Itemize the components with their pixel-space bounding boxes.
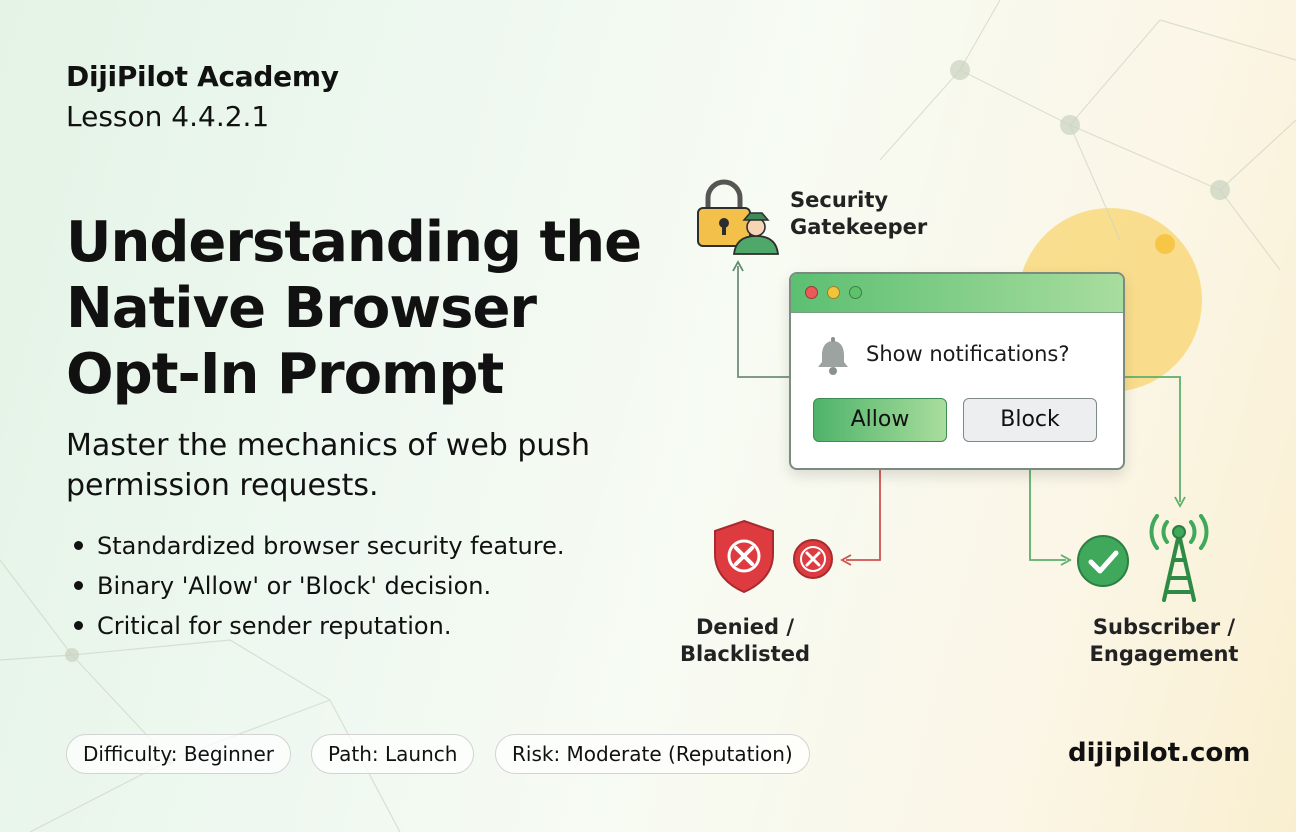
brand-name: DijiPilot Academy xyxy=(66,60,339,93)
lock-guard-icon xyxy=(697,179,780,255)
arrow-to-denied xyxy=(840,442,881,566)
antenna-tower-icon xyxy=(1149,514,1209,602)
page-title: Understanding the Native Browser Opt-In … xyxy=(66,210,686,408)
gatekeeper-label: Security Gatekeeper xyxy=(790,187,927,241)
bullet-dot xyxy=(74,620,83,630)
lesson-number: Lesson 4.4.2.1 xyxy=(66,100,270,133)
subscriber-label: Subscriber / Engagement xyxy=(1083,614,1245,668)
prompt-question: Show notifications? xyxy=(866,342,1070,366)
title-line: Native Browser xyxy=(66,276,537,341)
minimize-dot[interactable] xyxy=(827,286,840,299)
allow-button[interactable]: Allow xyxy=(813,398,947,442)
maximize-dot[interactable] xyxy=(849,286,862,299)
arrow-to-success xyxy=(1029,442,1072,566)
denied-label: Denied / Blacklisted xyxy=(680,614,810,668)
bullet-text: Standardized browser security feature. xyxy=(97,532,565,560)
denied-label-line: Denied / xyxy=(695,615,795,639)
gatekeeper-label-line: Security xyxy=(790,188,889,212)
difficulty-pill: Difficulty: Beginner xyxy=(66,734,291,774)
bullet-item: Standardized browser security feature. xyxy=(66,526,564,566)
subscriber-label-line: Engagement xyxy=(1089,642,1239,666)
bullet-item: Binary 'Allow' or 'Block' decision. xyxy=(66,566,564,606)
site-domain: dijipilot.com xyxy=(1068,738,1251,768)
subscriber-label-line: Subscriber / xyxy=(1092,615,1236,639)
risk-pill: Risk: Moderate (Reputation) xyxy=(495,734,810,774)
bullet-dot xyxy=(74,580,83,590)
bullet-item: Critical for sender reputation. xyxy=(66,606,564,646)
x-circle-icon xyxy=(793,539,833,579)
bullet-dot xyxy=(74,540,83,550)
shield-x-icon xyxy=(714,519,774,594)
check-circle-icon xyxy=(1077,535,1129,587)
gatekeeper-label-line: Gatekeeper xyxy=(790,215,928,239)
title-line: Understanding the xyxy=(66,210,642,275)
close-dot[interactable] xyxy=(805,286,818,299)
bullet-text: Binary 'Allow' or 'Block' decision. xyxy=(97,572,492,600)
title-line: Opt-In Prompt xyxy=(66,342,504,407)
bullet-list: Standardized browser security feature. B… xyxy=(66,526,564,646)
subtitle: Master the mechanics of web push permiss… xyxy=(66,428,591,503)
arrow-to-engagement xyxy=(1121,376,1186,508)
block-button[interactable]: Block xyxy=(963,398,1097,442)
bell-icon xyxy=(818,337,848,375)
browser-titlebar xyxy=(791,274,1123,313)
browser-prompt-window: Show notifications? Allow Block xyxy=(789,272,1125,470)
bullet-text: Critical for sender reputation. xyxy=(97,612,452,640)
denied-label-line: Blacklisted xyxy=(680,642,810,666)
arrow-to-gatekeeper xyxy=(732,260,789,378)
path-pill: Path: Launch xyxy=(311,734,475,774)
